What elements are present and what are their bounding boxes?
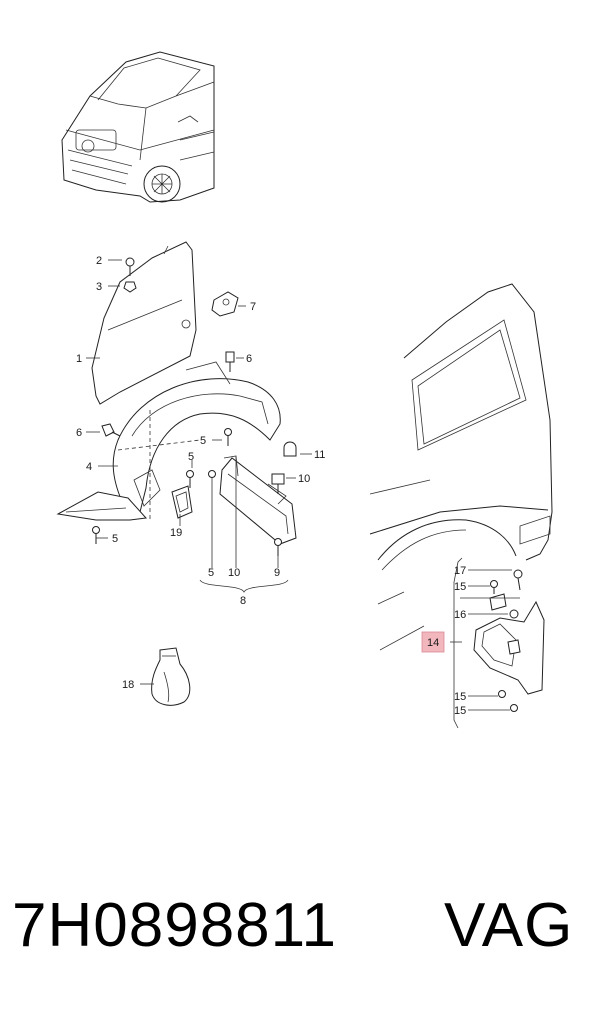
callout-18: 18 (122, 679, 134, 691)
callout-labels: 2 3 1 6 4 5 7 6 5 5 11 10 19 5 10 9 8 18… (76, 255, 466, 717)
rear-body-side-illustration (369, 283, 553, 651)
screw-9-part (274, 538, 282, 556)
screw-2-part (125, 257, 135, 276)
callout-2: 2 (96, 255, 102, 267)
callout-14: 14 (427, 637, 439, 649)
callout-10-top: 10 (298, 473, 310, 485)
front-fender-part (91, 241, 197, 405)
clip-10a-part (271, 473, 285, 494)
lower-splash-shield-part (56, 491, 148, 521)
callout-17: 17 (454, 565, 466, 577)
clip-7-part (211, 291, 239, 317)
screw-6a-part (225, 351, 235, 372)
nut-3-part (123, 281, 137, 293)
callout-10-bottom: 10 (228, 567, 240, 579)
screw-5c-part (92, 526, 100, 544)
screw-6b-part (101, 423, 121, 437)
callout-19: 19 (170, 527, 182, 539)
callout-16: 16 (454, 609, 466, 621)
protective-boot-18-part (151, 647, 191, 706)
front-mud-flap-part (219, 455, 297, 545)
van-overview-illustration (61, 51, 215, 203)
screw-5b-part (186, 470, 194, 488)
footer: 7H0898811 VAG (0, 890, 600, 980)
cap-11-part (283, 441, 297, 457)
callout-1: 1 (76, 353, 82, 365)
bracket-19-part (171, 485, 193, 519)
leader-lines (86, 259, 520, 729)
callout-3: 3 (96, 281, 102, 293)
callout-15-mid: 15 (454, 691, 466, 703)
callout-8: 8 (240, 595, 246, 607)
callout-5-bottom-left: 5 (112, 533, 118, 545)
callout-5-upper: 5 (188, 451, 194, 463)
rear-mud-flap-14-part (473, 569, 545, 712)
callout-5-bottom: 5 (208, 567, 214, 579)
brand-label: VAG (444, 891, 574, 960)
callout-6-top: 6 (246, 353, 252, 365)
fasteners (92, 257, 297, 556)
wheel-housing-liner-part (112, 361, 281, 520)
callout-11: 11 (314, 449, 325, 461)
part-number: 7H0898811 (12, 891, 338, 960)
screw-5d-part (208, 470, 216, 478)
callout-6-left: 6 (76, 427, 82, 439)
callout-15-top: 15 (454, 581, 466, 593)
callout-7: 7 (250, 301, 256, 313)
callout-9: 9 (274, 567, 280, 579)
highlight-box-14 (421, 631, 445, 653)
callout-5-mid: 5 (200, 435, 206, 447)
callout-15-bottom: 15 (454, 705, 466, 717)
callout-4: 4 (86, 461, 92, 473)
screw-5a-part (224, 428, 232, 446)
